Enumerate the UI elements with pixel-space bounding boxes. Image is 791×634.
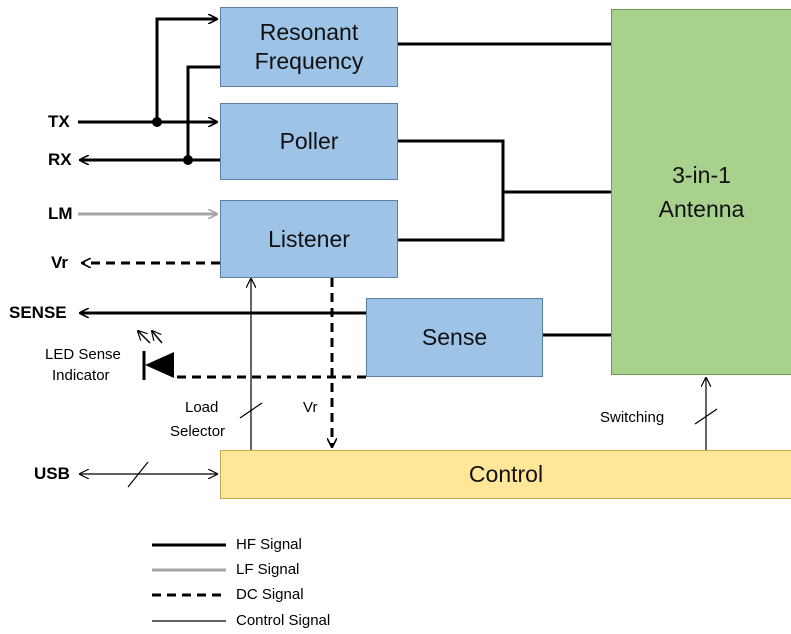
- led-ray-1: [138, 331, 151, 344]
- legend-dc-label: DC Signal: [236, 586, 304, 603]
- tx-to-resonant-wire: [155, 19, 217, 122]
- antenna-block: 3-in-1 Antenna: [611, 9, 791, 375]
- antenna-label-1: 3-in-1: [672, 161, 731, 188]
- listener-label: Listener: [268, 225, 350, 252]
- control-label: Control: [468, 461, 544, 488]
- sense-label: Sense: [421, 324, 488, 351]
- load-selector-slash: [239, 402, 263, 419]
- control-block: Control: [220, 450, 791, 499]
- usb-slash: [127, 461, 149, 488]
- load-label-1: Load: [185, 399, 219, 416]
- poller-listener-antenna-wire: [398, 139, 505, 242]
- rx-junction-dot: [183, 155, 193, 165]
- poller-label: Poller: [279, 128, 339, 155]
- led-label-2: Indicator: [52, 367, 110, 384]
- switching-label: Switching: [600, 409, 665, 426]
- legend-lf-label: LF Signal: [236, 561, 300, 578]
- led-label-1: LED Sense: [45, 346, 121, 363]
- resonant-label-1: Resonant: [259, 19, 359, 46]
- lm-pin-label: LM: [48, 204, 73, 223]
- led-diode-icon: [145, 352, 174, 378]
- resonant-to-rx-wire: [186, 65, 220, 160]
- resonant-label-2: Frequency: [254, 48, 364, 74]
- legend-hf-label: HF Signal: [236, 536, 302, 553]
- tx-pin-label: TX: [48, 112, 70, 131]
- vr-mid-label: Vr: [303, 399, 318, 416]
- antenna-label-2: Antenna: [658, 196, 745, 222]
- sense-pin-label: SENSE: [9, 303, 67, 322]
- vr-pin-label: Vr: [51, 253, 69, 272]
- poller-block: Poller: [220, 103, 398, 180]
- tx-junction-dot: [152, 117, 162, 127]
- led-ray-2: [152, 331, 163, 344]
- legend-control-label: Control Signal: [236, 612, 331, 629]
- rx-pin-label: RX: [48, 150, 72, 169]
- usb-pin-label: USB: [34, 464, 70, 483]
- switching-slash: [694, 408, 718, 425]
- resonant-frequency-block: Resonant Frequency: [220, 7, 398, 87]
- load-label-2: Selector: [170, 423, 226, 440]
- sense-block: Sense: [366, 298, 543, 377]
- listener-block: Listener: [220, 200, 398, 278]
